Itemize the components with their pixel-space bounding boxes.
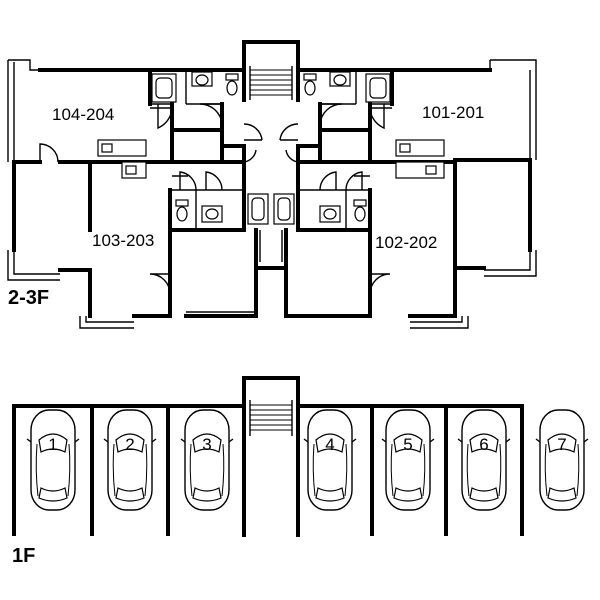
upper-outer-walls — [7, 59, 537, 329]
parking-space-car: 3 — [180, 409, 234, 511]
upper-door-swings — [39, 103, 391, 295]
unit-label-103-203: 103-203 — [92, 231, 154, 250]
upper-fixtures — [97, 71, 445, 225]
parking-space-number: 1 — [48, 435, 57, 454]
parking-space-car: 7 — [535, 409, 589, 511]
parking-frame — [12, 404, 524, 536]
ground-floor-plan: 1 2 3 4 5 6 7 1F — [12, 376, 589, 567]
ground-floor-label: 1F — [12, 545, 35, 567]
parking-space-number: 5 — [403, 435, 412, 454]
parking-space-car: 6 — [457, 409, 511, 511]
upper-floor-label: 2-3F — [8, 287, 49, 309]
unit-label-101-201: 101-201 — [422, 103, 484, 122]
parking-space-car: 2 — [103, 409, 157, 511]
upper-floor-plan: 104-204 101-201 103-203 102-202 2-3F — [7, 40, 537, 329]
parking-space-car: 5 — [381, 409, 435, 511]
parking-space-car: 1 — [26, 409, 80, 511]
parking-space-number: 7 — [557, 435, 566, 454]
parking-space-number: 4 — [325, 435, 334, 454]
unit-label-102-202: 102-202 — [375, 233, 437, 252]
ground-stair-tower — [242, 376, 300, 537]
parking-space-number: 3 — [202, 435, 211, 454]
parking-space-number: 6 — [479, 435, 488, 454]
upper-partitions — [88, 68, 457, 318]
parking-space-car: 4 — [303, 409, 357, 511]
unit-label-104-204: 104-204 — [52, 105, 114, 124]
parked-cars: 1 2 3 4 5 6 7 — [26, 409, 589, 511]
upper-stair-tower — [242, 40, 300, 100]
parking-space-number: 2 — [125, 435, 134, 454]
